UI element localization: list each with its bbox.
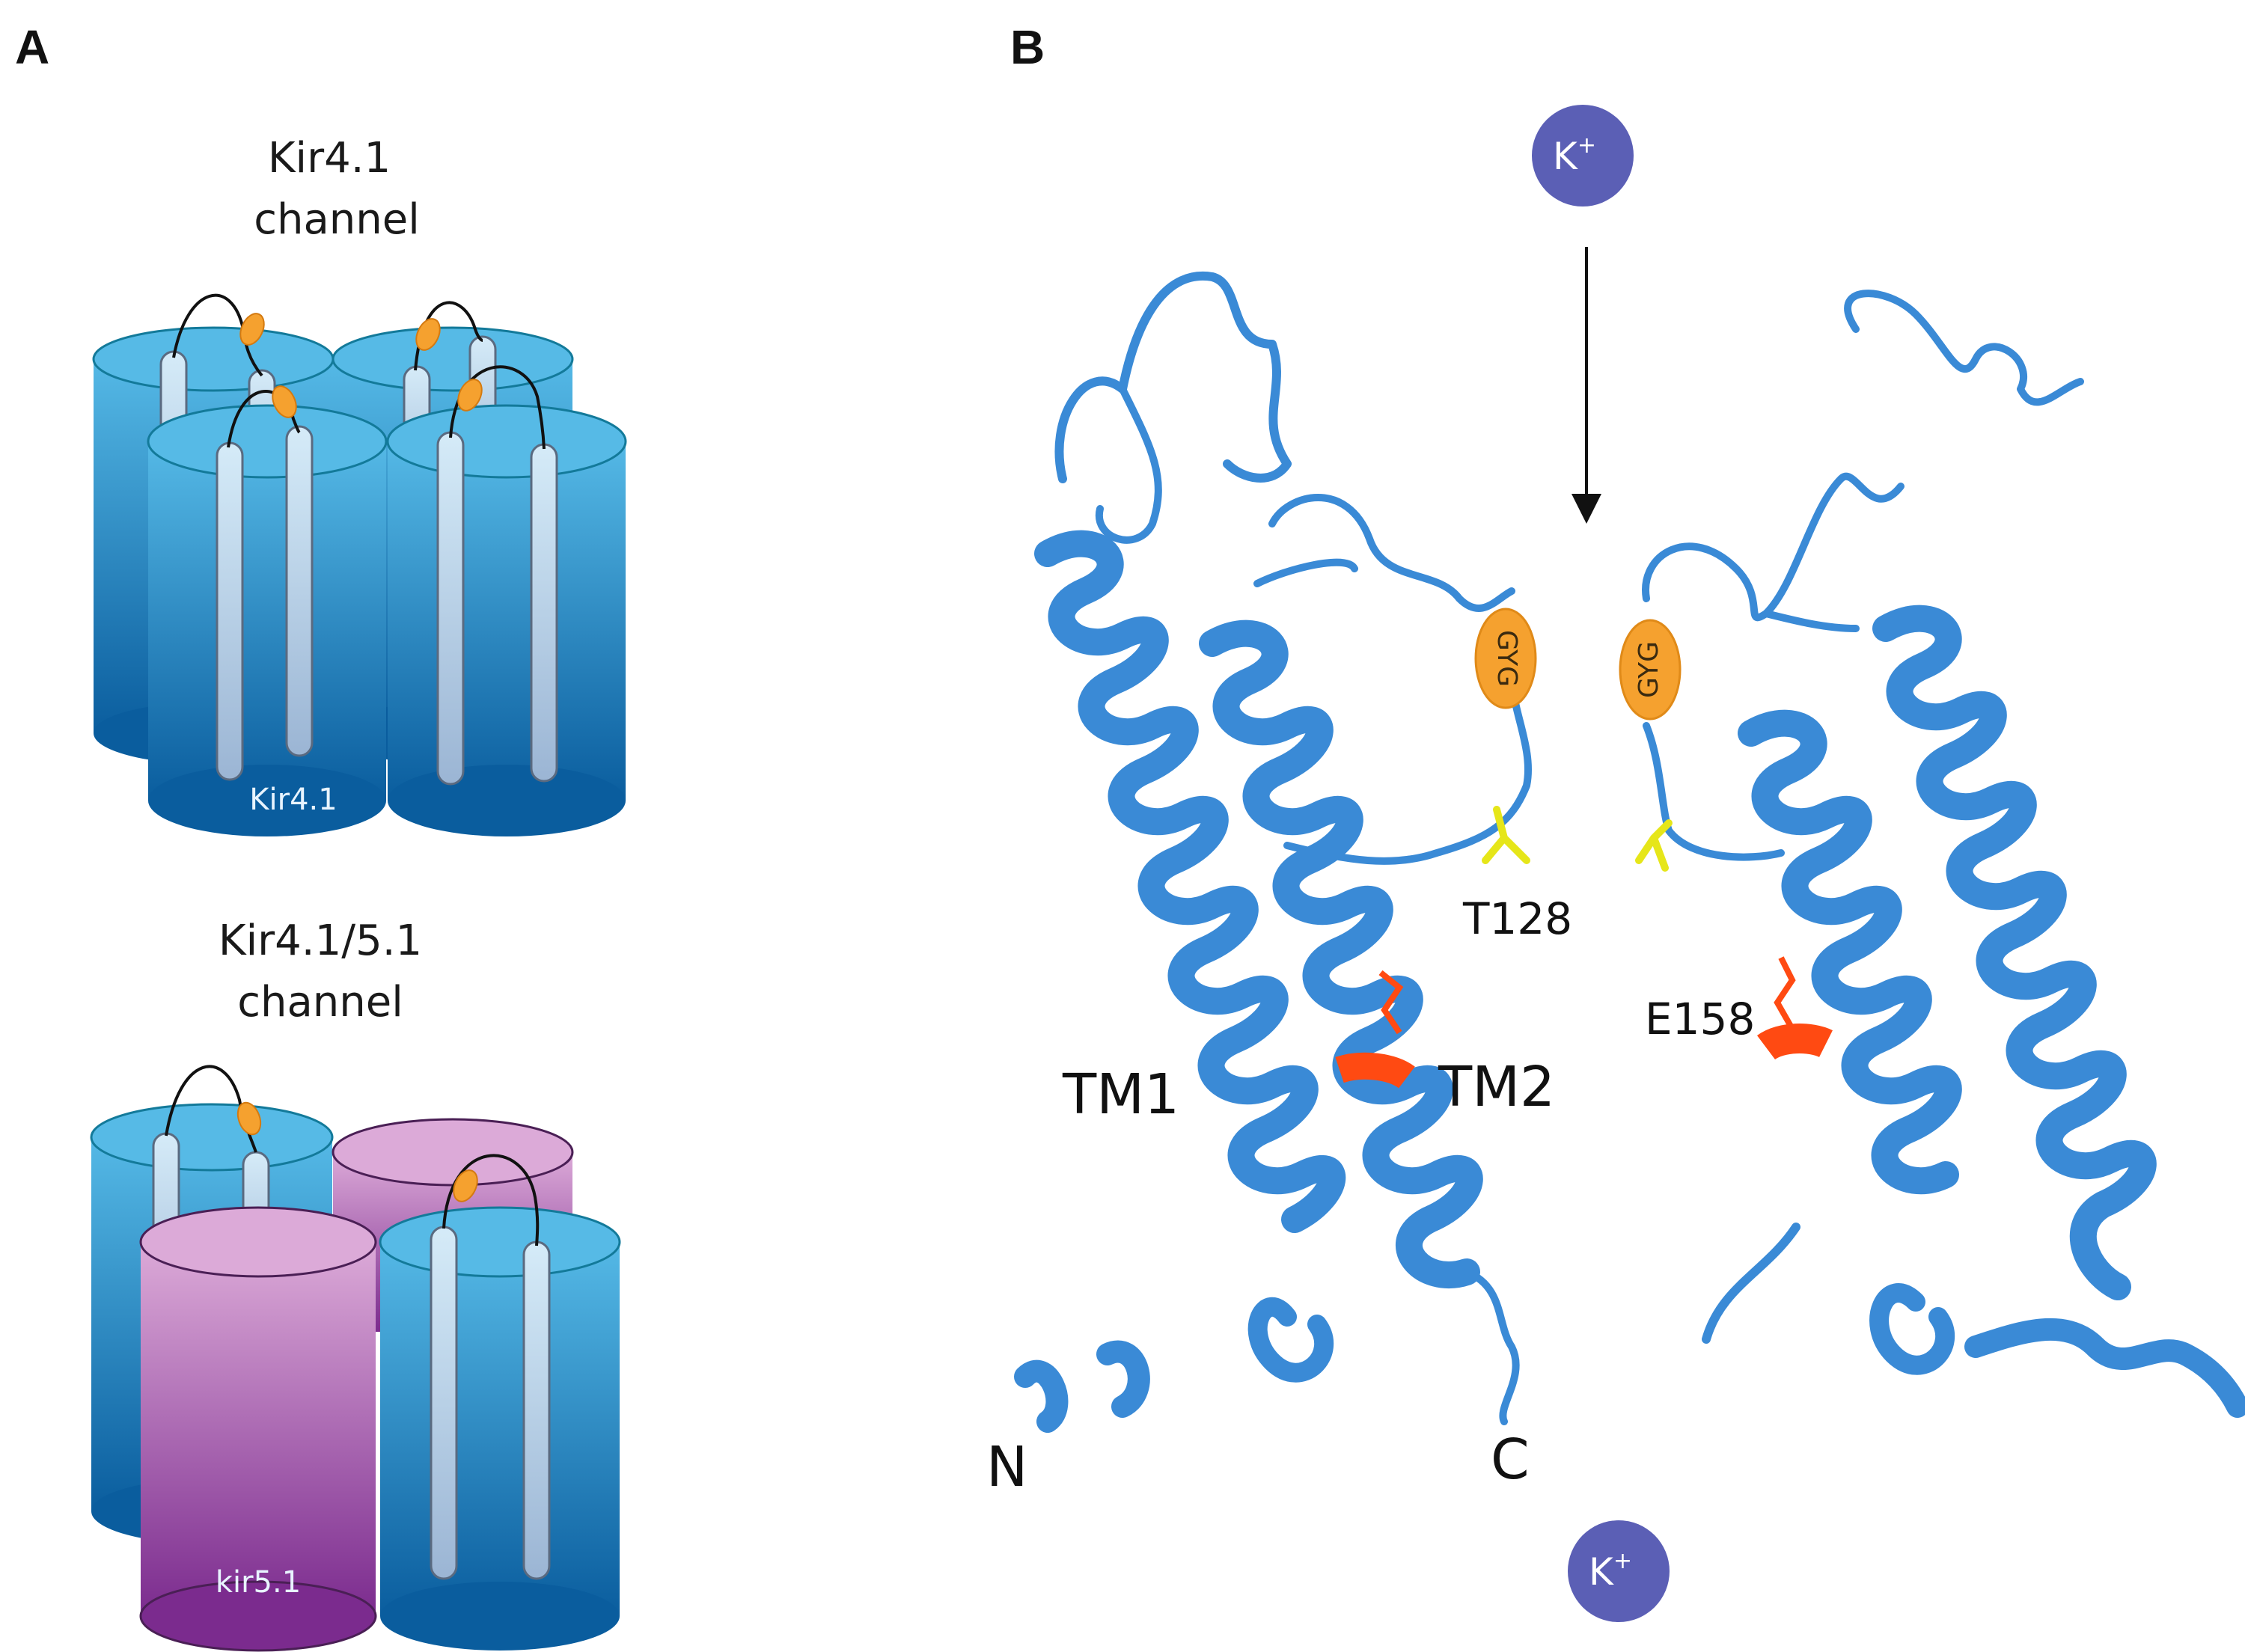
gyg-marker (415, 318, 441, 351)
gyg-marker (457, 379, 483, 412)
e158-sidechain-right (1774, 956, 1796, 1030)
kir41-title-line2: channel (254, 195, 420, 244)
terminus-label-c: C (1491, 1428, 1530, 1492)
svg-text:K+: K+ (1553, 132, 1596, 178)
kir41-subunit-front-right (386, 404, 627, 836)
svg-text:K+: K+ (1589, 1548, 1632, 1594)
potassium-ion-bottom: K+ (1568, 1520, 1670, 1622)
t128-residue-left (1482, 806, 1530, 864)
gyg-marker (272, 385, 297, 418)
gyg-label-right: GYG (1634, 641, 1664, 698)
kir51-subunit-front-left (139, 1206, 377, 1652)
kir41-subunit-label: Kir4.1 (249, 783, 337, 817)
e158-sidechain-left (1378, 970, 1404, 1035)
kir4151-tetramer: kir5.1 (90, 1065, 621, 1652)
ion-bottom-symbol: K (1589, 1550, 1614, 1594)
protein-subunit-right (1642, 290, 2245, 1418)
panel-b-letter: B (1010, 20, 1045, 74)
gyg-label-left: GYG (1491, 630, 1522, 687)
helix-label-tm1: TM1 (1062, 1062, 1179, 1127)
panel-a-letter: A (15, 20, 49, 74)
e158-highlight-right (1757, 1024, 1833, 1060)
potassium-ion-top: K+ (1532, 105, 1634, 206)
kir41-subunit-front-right-hetero (379, 1206, 621, 1651)
residue-label-t128: T128 (1462, 893, 1572, 944)
pore-loop (172, 293, 263, 377)
ion-top-symbol: K (1553, 135, 1578, 178)
gyg-marker (239, 313, 265, 346)
kir41-subunit-front-left (147, 404, 388, 836)
gyg-filter-left: GYG (1474, 608, 1537, 709)
e158-highlight-left (1335, 1052, 1415, 1089)
ion-top-charge: + (1577, 132, 1596, 159)
t128-residue-right (1635, 819, 1673, 872)
terminus-label-n: N (986, 1435, 1027, 1499)
kir41-tetramer: Kir4.1 (92, 293, 627, 836)
gyg-filter-right: GYG (1619, 619, 1682, 721)
kir4151-title-line2: channel (237, 978, 403, 1027)
gyg-marker (453, 1169, 478, 1202)
gyg-marker (236, 1101, 262, 1136)
ion-bottom-charge: + (1613, 1548, 1632, 1574)
protein-subunit-left (1014, 271, 1533, 1433)
residue-label-e158: E158 (1645, 994, 1755, 1044)
kir41-title-line1: Kir4.1 (268, 134, 391, 183)
kir51-subunit-label: kir5.1 (216, 1565, 301, 1600)
helix-label-tm2: TM2 (1438, 1055, 1555, 1119)
kir4151-title-line1: Kir4.1/5.1 (219, 917, 422, 965)
